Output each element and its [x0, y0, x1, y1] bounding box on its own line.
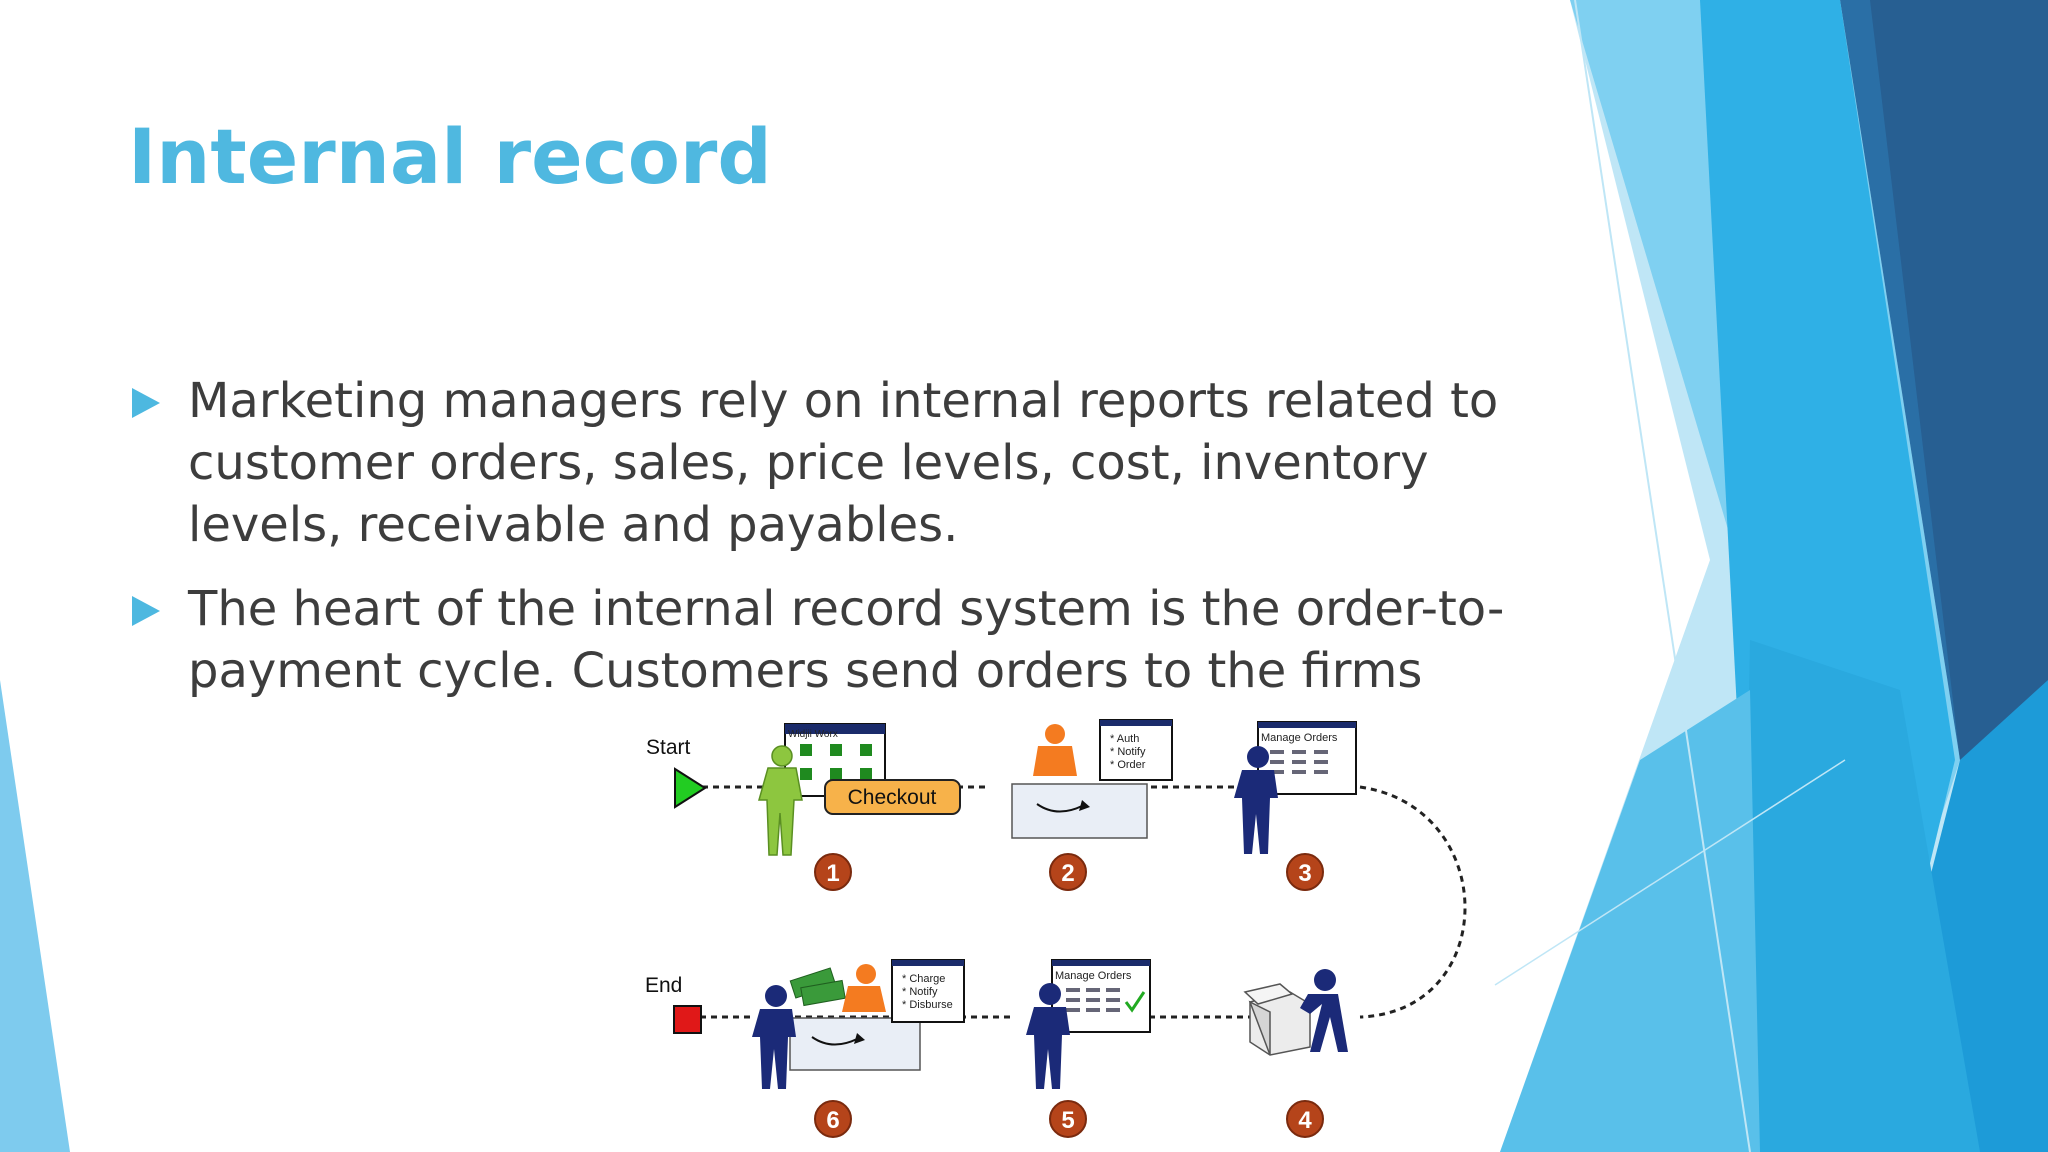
payment-tray	[789, 1017, 921, 1071]
payer-person-icon	[842, 964, 886, 1012]
step-number: 5	[1061, 1107, 1074, 1134]
clerk-person-icon	[1033, 724, 1077, 776]
manager-person-icon	[1026, 983, 1070, 1089]
charge-list-box	[891, 959, 965, 1023]
checkout-button	[824, 779, 961, 815]
step-badge: 2	[1049, 853, 1087, 891]
checkout-label: Checkout	[848, 786, 937, 809]
bullet-text: Marketing managers rely on internal repo…	[188, 373, 1499, 553]
charge-item: * Disburse	[902, 999, 953, 1011]
customer-person-icon	[752, 985, 796, 1089]
step-badge: 1	[814, 853, 852, 891]
end-square-icon	[673, 1005, 702, 1034]
bullet-item: Marketing managers rely on internal repo…	[130, 370, 1510, 556]
step-number: 2	[1061, 860, 1074, 887]
start-label: Start	[646, 736, 691, 759]
manage-orders-title: Manage Orders	[1055, 970, 1132, 982]
manage-orders-check-window: Manage Orders	[1051, 959, 1151, 1033]
auth-item: * Auth	[1110, 733, 1139, 745]
step-badge: 5	[1049, 1100, 1087, 1138]
auth-item: * Order	[1110, 759, 1146, 771]
slide-title: Internal record	[128, 112, 772, 201]
package-box-icon	[1243, 983, 1311, 1056]
step-badge: 6	[814, 1100, 852, 1138]
charge-item: * Notify	[902, 986, 938, 998]
widget-window-title: Widjii Worx	[788, 729, 838, 740]
step-number: 6	[826, 1107, 839, 1134]
step-number: 4	[1298, 1107, 1312, 1134]
triangle-bullet-icon	[132, 388, 160, 418]
money-icon	[789, 967, 846, 1007]
end-label: End	[645, 974, 682, 997]
step-number: 1	[826, 860, 839, 887]
step-badge: 4	[1286, 1100, 1324, 1138]
start-arrow-icon	[674, 767, 707, 809]
triangle-bullet-icon	[132, 596, 160, 626]
order-to-payment-diagram: Start Widjii Worx Checkout * Auth * Noti…	[645, 719, 1467, 1138]
bullet-text: The heart of the internal record system …	[188, 581, 1505, 699]
bullet-item: The heart of the internal record system …	[130, 578, 1510, 702]
manager-person-icon	[1234, 746, 1278, 854]
step-number: 3	[1298, 860, 1311, 887]
charge-item: * Charge	[902, 973, 945, 985]
auth-item: * Notify	[1110, 746, 1146, 758]
customer-person-icon	[758, 745, 803, 856]
manage-orders-title: Manage Orders	[1261, 732, 1338, 744]
shipper-person-icon	[1300, 969, 1348, 1052]
processing-tray	[1011, 783, 1148, 839]
bullet-list: Marketing managers rely on internal repo…	[130, 370, 1510, 724]
step-badge: 3	[1286, 853, 1324, 891]
